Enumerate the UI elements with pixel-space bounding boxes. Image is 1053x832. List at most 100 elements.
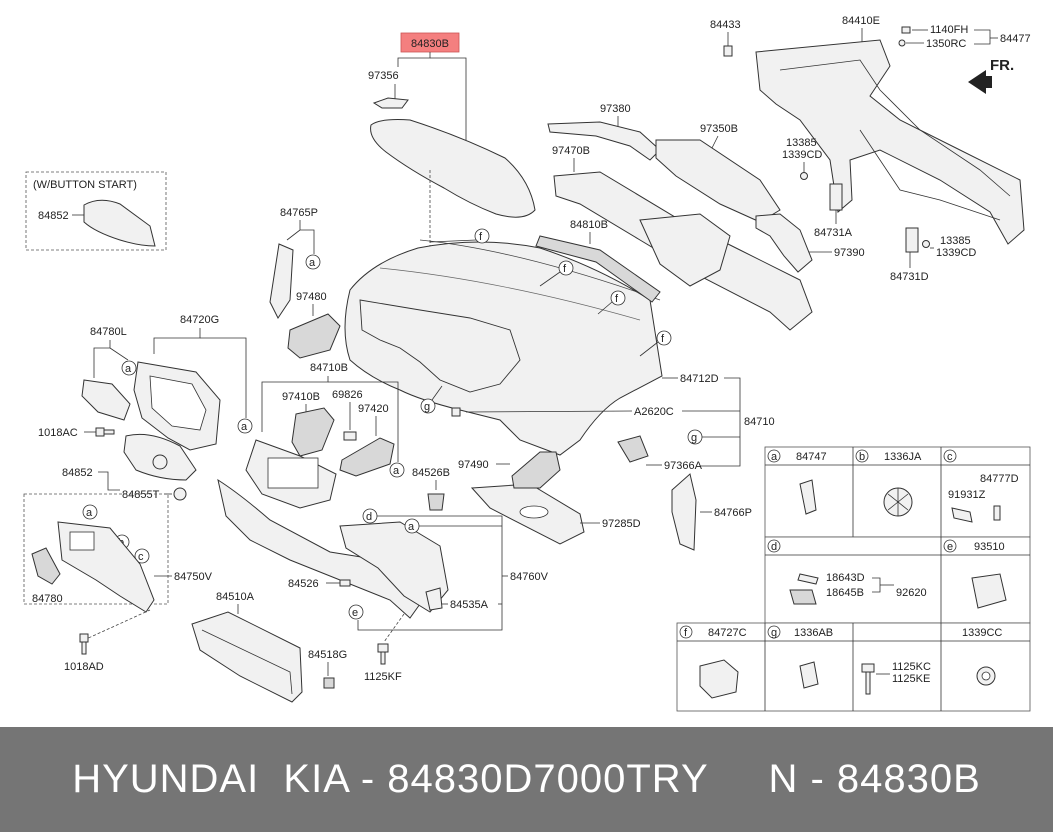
label-13385-b: 13385 [940, 235, 971, 247]
callout-a-3-text: a [125, 363, 132, 375]
legend-letter-d [767, 539, 781, 553]
legend-letter-f [679, 625, 693, 639]
part-13385-nut-b [922, 240, 930, 248]
label-1018AD: 1018AD [64, 661, 104, 673]
cowl-cross-member-group: 84433 84410E FR. 1140FH 1350RC 84477 133… [710, 15, 1031, 283]
center-fascia-group: 84710B 97410B 69826 97420 a [245, 362, 405, 509]
panel-opening [69, 531, 95, 551]
callout-g-1 [420, 398, 436, 414]
part-84852-ignition-ring [152, 454, 168, 470]
legend-letter-a [767, 449, 781, 463]
part-84852-start [83, 199, 156, 247]
label-84410E: 84410E [842, 15, 880, 27]
ducts-group: 97380 97470B 97350B 97390 [547, 103, 865, 331]
label-84852-a: 84852 [38, 210, 69, 222]
fr-arrow-icon [968, 70, 992, 94]
label-84855T: 84855T [122, 489, 160, 501]
callout-a-2 [237, 418, 253, 434]
fascia-opening [149, 375, 207, 431]
legend-part-93510: 93510 [974, 541, 1005, 553]
callout-a-1-text: a [309, 257, 316, 269]
legend-part-84727C: 84727C [708, 627, 747, 639]
legend-switch-93510 [971, 573, 1007, 609]
legend-letter-f-text: f [684, 627, 688, 639]
footer-bar: HYUNDAI KIA - 84830D7000TRY N - 84830B [0, 727, 1053, 832]
label-84526: 84526 [288, 578, 319, 590]
part-84526-clip [339, 579, 351, 587]
crash-pad-ridge [419, 239, 661, 301]
part-84780L [81, 379, 131, 421]
part-84810B [535, 235, 661, 303]
lower-left-group: 84780L a 1018AC 84852 84855T [38, 326, 197, 501]
label-1018AC: 1018AC [38, 427, 78, 439]
legend-nut-hole [981, 671, 991, 681]
fascia-screen-opening [267, 457, 319, 489]
label-97366A: 97366A [664, 460, 703, 472]
part-84731D-bracket [905, 227, 919, 253]
label-1339CD-a: 1339CD [782, 149, 822, 161]
callout-f-1-text: f [479, 231, 483, 243]
legend-bolt-1125KC [861, 663, 875, 695]
callout-f-4-text: f [661, 333, 665, 345]
part-84710-crash-pad [344, 241, 663, 456]
crash-pad-inner-frame [359, 299, 521, 393]
crash-pad-cover-group: 84830B 97356 [368, 32, 536, 312]
glove-box-group: 84510A 84518G [191, 591, 347, 703]
cowl-member-brace [779, 59, 1011, 197]
legend-part-18645B: 18645B [826, 587, 864, 599]
legend-part-84747: 84747 [796, 451, 827, 463]
center-tray-group: 97285D 97490 97366A 84766P [458, 435, 752, 551]
label-84477: 84477 [1000, 33, 1031, 45]
part-A2620C-clip [451, 407, 461, 417]
part-84855T-ring [173, 487, 187, 501]
legend-letter-b [855, 449, 869, 463]
side-vent-left-group: 84765P a 97480 [269, 207, 341, 359]
label-97390: 97390 [834, 247, 865, 259]
label-84830B: 84830B [411, 38, 449, 50]
legend-row-3 [676, 622, 1031, 712]
part-84765P [269, 243, 294, 319]
callout-e-1 [348, 604, 364, 620]
part-13385-nut-a [800, 172, 808, 180]
callout-f-2-text: f [563, 263, 567, 275]
label-84712D: 84712D [680, 373, 719, 385]
part-97480-vent [287, 313, 341, 359]
part-1018AD-screw [79, 633, 89, 655]
label-1350RC: 1350RC [926, 38, 966, 50]
legend-letter-d-text: d [771, 541, 777, 553]
label-97356: 97356 [368, 70, 399, 82]
glovebox-face [201, 629, 293, 695]
part-69826-clip [343, 431, 357, 441]
tray-hole [519, 505, 549, 519]
label-97420: 97420 [358, 403, 389, 415]
legend-nut-1336AB [799, 661, 819, 689]
fr-label: FR. [990, 57, 1014, 74]
label-97380: 97380 [600, 103, 631, 115]
callout-d-1-text: d [366, 511, 372, 523]
label-A2620C: A2620C [634, 406, 674, 418]
legend-letter-g [767, 625, 781, 639]
callout-f-3 [610, 290, 626, 306]
legend-part-1339CC: 1339CC [962, 627, 1002, 639]
lower-panel-group: a b c 84750V 84780 1018AD [23, 493, 213, 673]
part-1140FH-bolt [901, 26, 911, 34]
legend-letter-g-text: g [771, 627, 777, 639]
legend-part-91931Z: 91931Z [948, 489, 986, 501]
label-97480: 97480 [296, 291, 327, 303]
callout-f-3-text: f [615, 293, 619, 305]
label-1140FH: 1140FH [930, 24, 968, 36]
main-crash-pad-group: f f f f g 84712D 84710 A2620C g [344, 228, 775, 467]
label-84731A: 84731A [814, 227, 853, 239]
legend-part-1125KC: 1125KC [892, 661, 931, 673]
part-97350B-duct [655, 139, 781, 223]
callout-e-1-text: e [352, 607, 358, 619]
legend-part-84777D: 84777D [980, 473, 1019, 485]
callout-a-5-text: a [393, 465, 400, 477]
label-84852-b: 84852 [62, 467, 93, 479]
label-84760V: 84760V [510, 571, 549, 583]
callout-c-1-text: c [138, 551, 144, 563]
part-lower-crash-pad [217, 478, 431, 619]
legend-part-1336JA: 1336JA [884, 451, 922, 463]
part-97380-duct [547, 121, 661, 161]
button-start-note: (W/BUTTON START) [33, 179, 137, 191]
